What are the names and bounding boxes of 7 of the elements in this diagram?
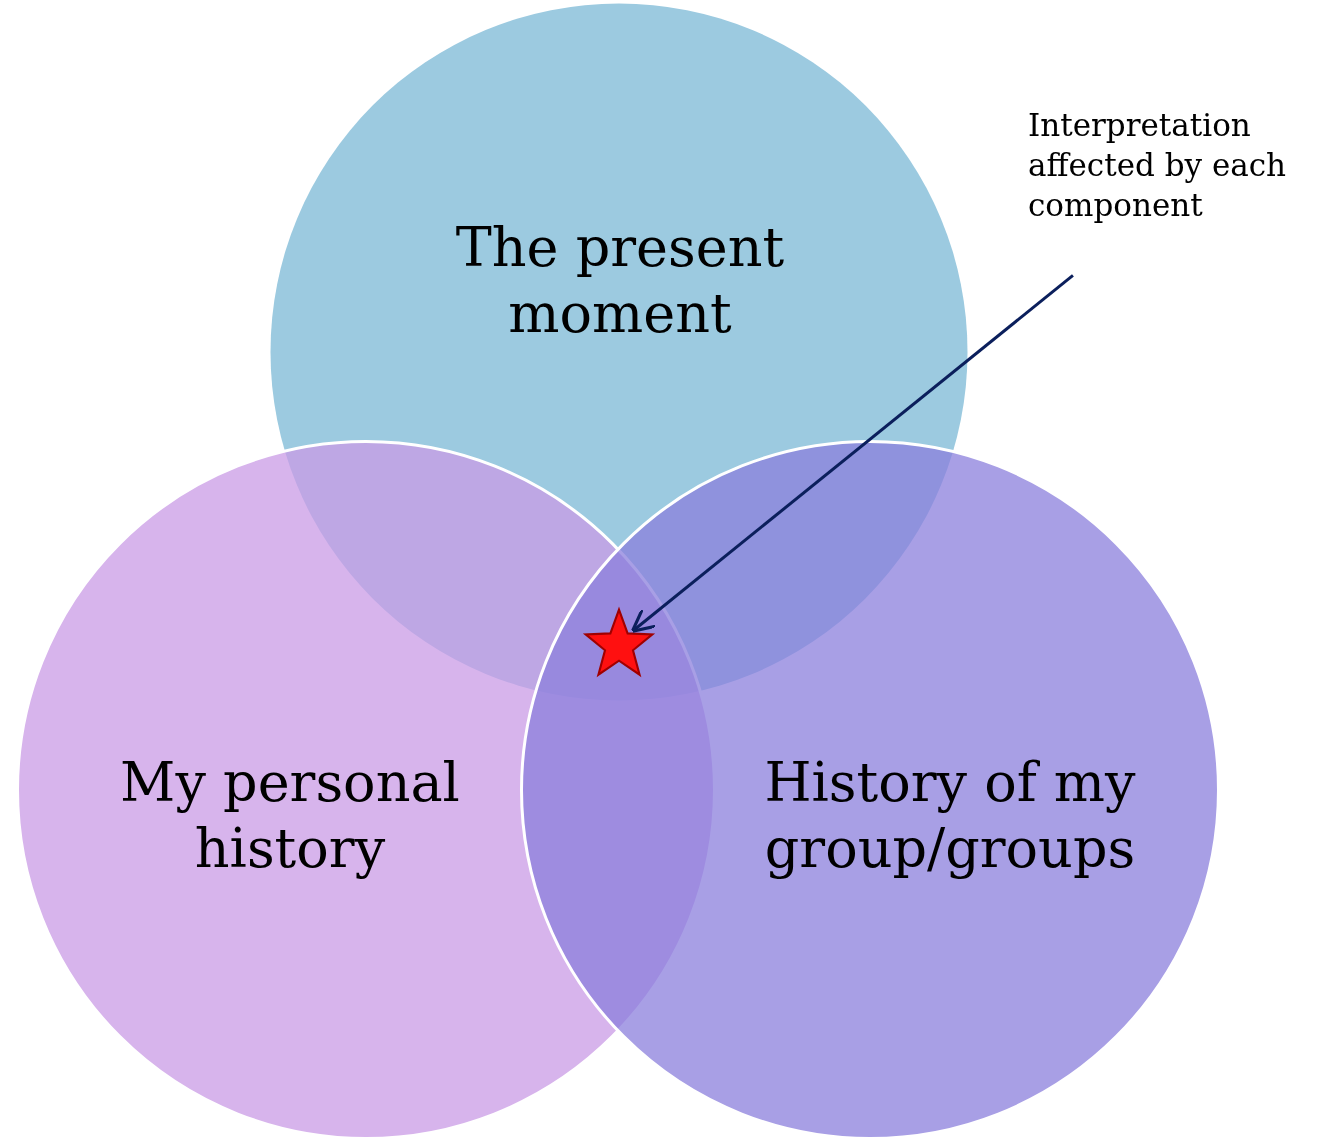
star-icon [584, 606, 654, 678]
venn-circle [520, 440, 1220, 1140]
annotation-text: Interpretation affected by each component [1028, 106, 1288, 225]
circle-label: The present moment [454, 215, 786, 347]
circle-label: My personal history [119, 750, 461, 882]
circle-label: History of my group/groups [763, 750, 1137, 882]
leader-line [630, 274, 1074, 633]
